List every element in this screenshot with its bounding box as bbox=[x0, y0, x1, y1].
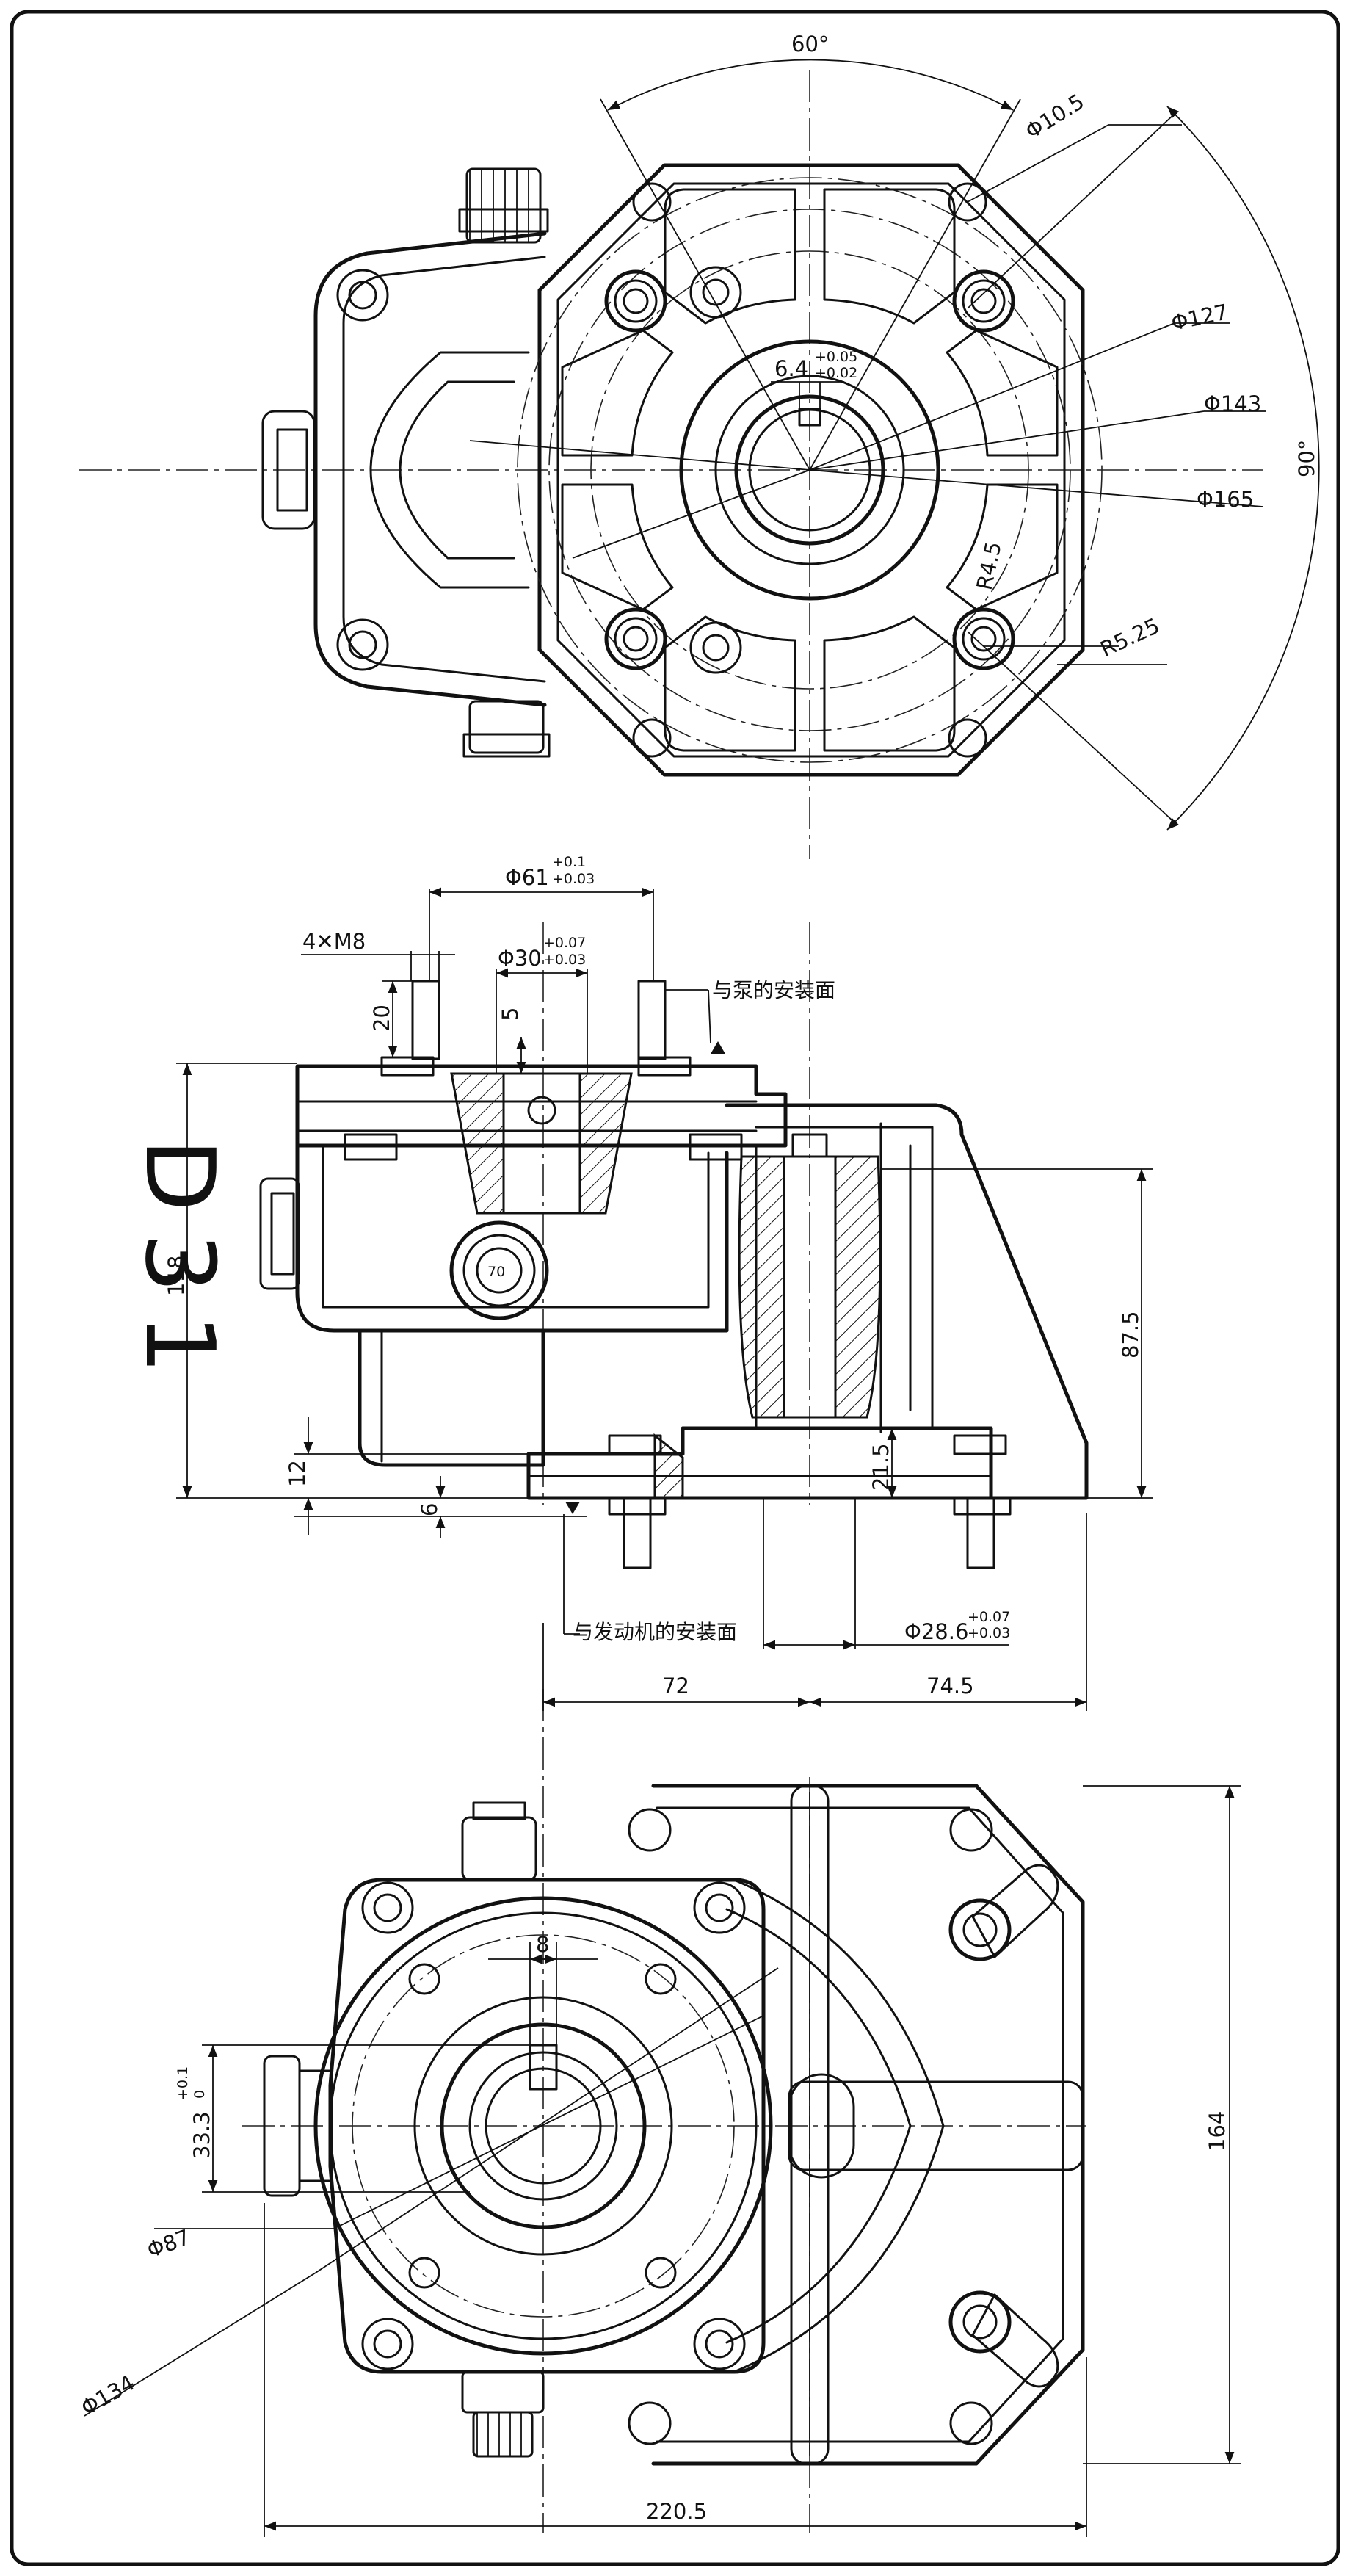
stud-len-label: 20 bbox=[369, 1005, 394, 1032]
key-tol-lower: +0.02 bbox=[815, 365, 857, 381]
dim-21-5-label: 21.5 bbox=[868, 1443, 893, 1491]
key-depth-label: 33.3 bbox=[189, 2111, 214, 2159]
key-width-label: 6.4 bbox=[774, 356, 808, 381]
key-depth-tol-upper: +0.1 bbox=[175, 2066, 191, 2100]
pump-face-note: 与泵的安装面 bbox=[712, 978, 835, 1002]
offset-72-label: 72 bbox=[662, 1674, 689, 1698]
side-view: D31 70 bbox=[124, 854, 1153, 2533]
key-width-8-label: 8 bbox=[536, 1932, 549, 1957]
radius-large-label: R5.25 bbox=[1097, 613, 1164, 662]
shaft-dia-label: Φ28.6 bbox=[904, 1619, 968, 1644]
bolt-circle-143-label: Φ143 bbox=[1204, 391, 1261, 416]
height-164-label: 164 bbox=[1205, 2111, 1230, 2152]
outer-dia-165-label: Φ165 bbox=[1197, 487, 1254, 512]
angle-90-label: 90° bbox=[1294, 440, 1319, 477]
pcd-134-label: Φ134 bbox=[77, 2370, 139, 2421]
bore-dia-label: Φ30 bbox=[498, 946, 542, 971]
key-tol-upper: +0.05 bbox=[815, 349, 857, 365]
pcd-87-label: Φ87 bbox=[144, 2224, 194, 2262]
mount-boss bbox=[948, 1864, 1059, 2388]
bore-tol-upper: +0.07 bbox=[543, 935, 586, 951]
height-87-5-label: 87.5 bbox=[1118, 1311, 1143, 1358]
bore-tol-lower: +0.03 bbox=[543, 952, 586, 968]
shaft-tol-upper: +0.07 bbox=[968, 1609, 1010, 1625]
drawing-frame bbox=[10, 10, 1340, 2566]
offset-74-5-label: 74.5 bbox=[926, 1674, 974, 1698]
height-118-label: 118 bbox=[164, 1256, 189, 1296]
pilot-tol-upper: +0.1 bbox=[552, 854, 586, 870]
model-label: D31 bbox=[124, 1138, 236, 1395]
engine-face-note: 与发动机的安装面 bbox=[573, 1620, 737, 1644]
pilot-tol-lower: +0.03 bbox=[552, 871, 595, 887]
thread-spec-label: 4✕M8 bbox=[302, 929, 366, 954]
dim-6-label: 6 bbox=[417, 1503, 442, 1516]
key-depth-tol-lower: 0 bbox=[192, 2090, 208, 2099]
bottom-view: 8 33.3 +0.1 0 Φ87 Φ134 164 220.5 bbox=[77, 1784, 1241, 2537]
stud-boss bbox=[604, 269, 1015, 670]
width-220-5-label: 220.5 bbox=[646, 2499, 707, 2524]
angle-60-label: 60° bbox=[791, 32, 829, 57]
depth-label: 5 bbox=[498, 1007, 523, 1021]
shaft-tol-lower: +0.03 bbox=[968, 1625, 1010, 1641]
pilot-dia-label: Φ61 bbox=[505, 865, 549, 890]
top-view: 60° 90° Φ10.5 Φ127 Φ143 Φ165 6.4 +0.05 +… bbox=[79, 32, 1320, 859]
dim-12-label: 12 bbox=[285, 1460, 310, 1487]
hole-dia-label: Φ10.5 bbox=[1021, 89, 1089, 144]
plug-marking: 70 bbox=[487, 1264, 505, 1280]
radius-small-label: R4.5 bbox=[972, 540, 1006, 593]
bolt-circle-127-label: Φ127 bbox=[1169, 299, 1230, 336]
